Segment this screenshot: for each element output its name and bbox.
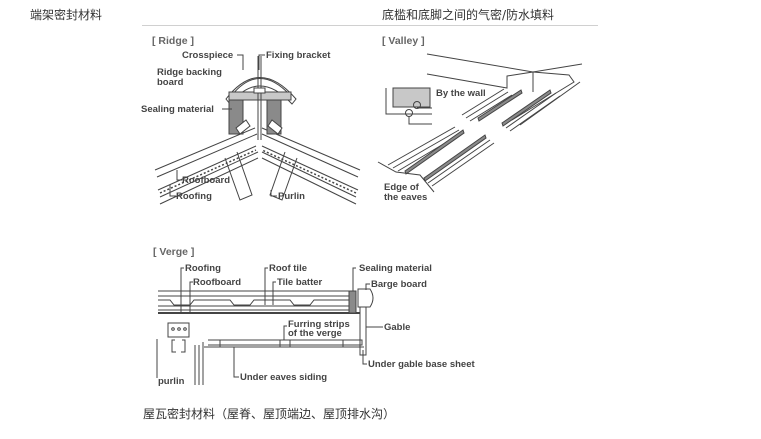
- label-purlin: Purlin: [278, 191, 305, 202]
- label-gable: Gable: [384, 322, 410, 333]
- header-divider: [142, 25, 598, 26]
- label-roofboard: Roofboard: [182, 175, 230, 186]
- label-ridge-backing-1: Ridge backing: [157, 67, 222, 78]
- label-verge-roofboard: Roofboard: [193, 277, 241, 288]
- label-furring-2: of the verge: [288, 328, 342, 339]
- label-crosspiece: Crosspiece: [182, 50, 233, 61]
- label-sealing-material: Sealing material: [141, 104, 214, 115]
- figure-caption: 屋瓦密封材料（屋脊、屋顶端边、屋顶排水沟）: [143, 407, 396, 421]
- label-by-the-wall: By the wall: [436, 88, 486, 99]
- label-edge-1: Edge of: [384, 182, 420, 193]
- verge-title: [ Verge ]: [153, 246, 194, 258]
- valley-title: [ Valley ]: [382, 35, 425, 47]
- label-under-eaves: Under eaves siding: [240, 372, 327, 383]
- verge-diagram: [ Verge ] R: [153, 246, 475, 387]
- valley-diagram: [ Valley ] By the wall Edge of the eaves: [377, 35, 583, 203]
- label-fixing-bracket: Fixing bracket: [266, 50, 331, 61]
- label-verge-roofing: Roofing: [185, 263, 221, 274]
- label-ridge-backing-2: board: [157, 77, 184, 88]
- label-edge-2: the eaves: [384, 192, 427, 203]
- left-section-title: 端架密封材料: [30, 8, 103, 22]
- right-section-title: 底槛和底脚之间的气密/防水填料: [382, 8, 555, 22]
- label-barge-board: Barge board: [371, 279, 427, 290]
- ridge-title: [ Ridge ]: [152, 35, 194, 47]
- label-verge-purlin: purlin: [158, 376, 185, 387]
- label-verge-sealing: Sealing material: [359, 263, 432, 274]
- ridge-diagram: [ Ridge ]: [141, 35, 361, 205]
- label-tile-batter: Tile batter: [277, 277, 323, 288]
- label-roof-tile: Roof tile: [269, 263, 307, 274]
- label-furring-1: Furring strips: [288, 319, 350, 330]
- label-roofing: Roofing: [176, 191, 212, 202]
- label-under-gable: Under gable base sheet: [368, 359, 475, 370]
